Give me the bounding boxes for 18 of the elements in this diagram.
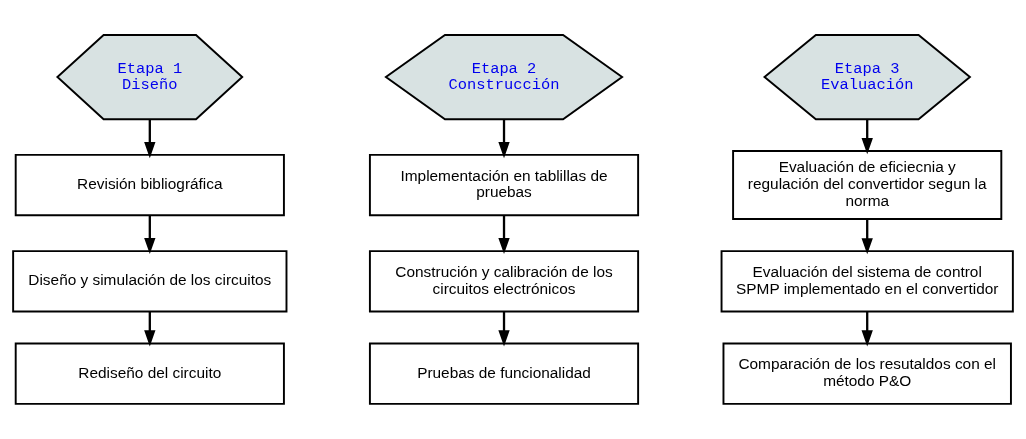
node-box: Implementación en tablillas de pruebas [368,153,640,217]
node-box: Rediseño del circuito [14,342,285,405]
arrow [861,219,873,255]
node-box: Diseño y simulación de los circuitos [12,250,288,313]
node-box: Revisión bibliográfica [14,153,285,217]
node-box: Construción y calibración de los circuitos electrónicos [368,250,640,313]
arrow [498,215,510,255]
arrow [498,119,510,159]
node-box: Comparación de los resutaldos con el método P&O [722,342,1012,405]
node-box: Evaluación de eficiecnia y regulación del convertidor segun la norma [732,150,1003,221]
arrow [144,119,156,159]
arrow [861,311,873,347]
node-box: Evaluación del sistema de control SPMP implementado en el convertidor [720,250,1014,313]
arrow [144,311,156,347]
arrow [861,119,873,155]
arrow [144,215,156,255]
node-box: Pruebas de funcionalidad [368,342,640,405]
arrow [498,311,510,347]
